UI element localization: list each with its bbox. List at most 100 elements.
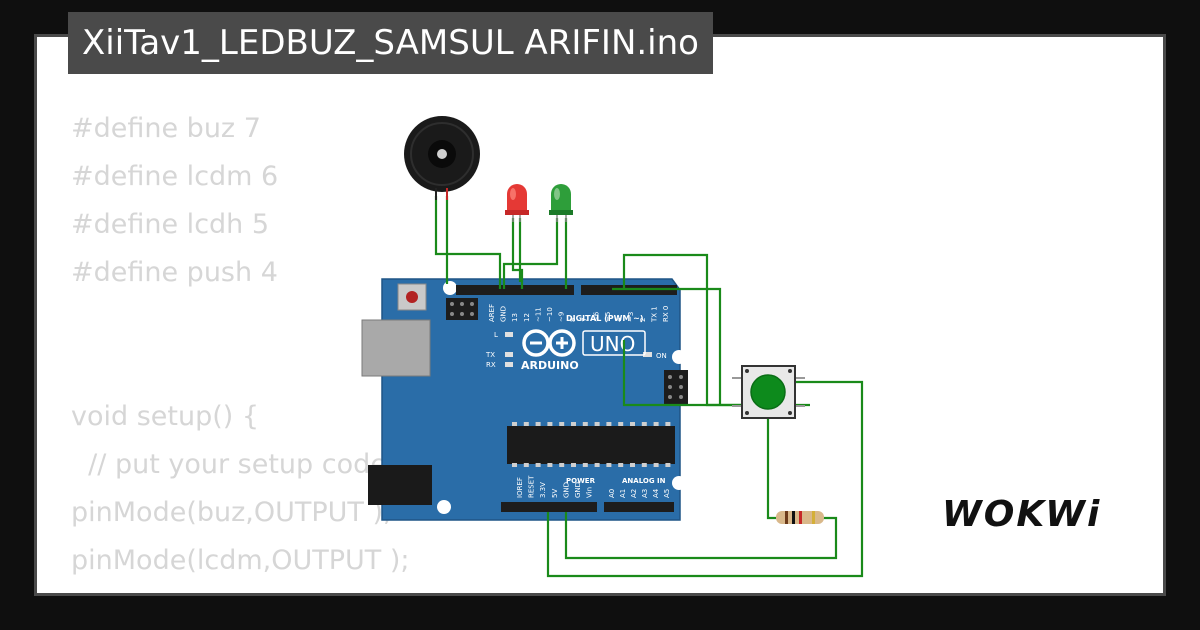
analog-pin-label-0: A0 [608,489,616,498]
analog-label: ANALOG IN [622,477,666,485]
power-jack [368,465,432,505]
chip-pin-bottom-0 [512,463,517,467]
power-pin-label-1: RESET [528,475,536,498]
digital-pin-label-9: ~6 [592,311,600,322]
chip-pin-bottom-4 [559,463,565,467]
wokwi-logo: WOKWi [942,494,1102,535]
power-pin-label-3: 5V [551,489,559,498]
on-led-label: ON [656,352,667,360]
chip-pin-top-0 [512,422,517,426]
chip-pin-bottom-11 [641,463,647,467]
digital-pin-label-5: ~10 [546,307,554,322]
chip-pins [512,422,671,467]
wire-button-5v[interactable] [546,380,864,578]
wire-green-led-gnd[interactable] [502,218,559,289]
analog-pin-label-4: A4 [652,488,660,498]
green-led[interactable] [549,184,573,222]
digital-pin-label-3: 12 [523,313,531,322]
digital-pin-label-0: AREF [488,304,496,322]
digital-pin-label-13: 2 [639,318,647,322]
chip-pin-bottom-5 [571,463,576,467]
resistor[interactable] [776,511,824,524]
power-label: POWER [566,477,596,485]
piezo-buzzer[interactable] [404,116,480,200]
wire-red-led[interactable] [511,218,524,289]
analog-pin-label-2: A2 [630,489,638,498]
pushbutton[interactable] [732,365,805,419]
wire-button-resistor[interactable] [766,417,776,520]
atmega-chip [507,426,675,464]
code-line: #define push 4 [71,257,278,288]
power-pin-label-0: IOREF [516,477,524,498]
code-line: void setup() { [71,401,260,432]
code-line: #define buz 7 [71,113,261,144]
chip-pin-top-6 [582,422,588,426]
digital-pin-label-7: 8 [569,318,577,322]
code-background: #define buz 7 #define lcdm 6 #define lcd… [71,105,637,593]
digital-pin-label-10: ~5 [604,312,612,322]
chip-pin-top-5 [571,422,576,426]
digital-header-left [456,285,574,295]
tx-led-label: TX [485,351,495,359]
chip-pin-bottom-1 [523,463,529,467]
red-led[interactable] [505,184,529,222]
digital-pin-label-12: ~3 [627,312,635,322]
arduino-logo [522,329,576,357]
chip-pin-bottom-9 [618,463,624,467]
chip-pin-top-1 [523,422,529,426]
power-pin-label-5: GND [574,482,582,498]
digital-pin-label-2: 13 [511,313,519,322]
chip-pin-top-12 [653,422,659,426]
chip-pin-top-13 [665,422,671,426]
rx-led-label: RX [486,361,496,369]
analog-pin-label-1: A1 [619,489,627,498]
wire-resistor-gnd[interactable] [564,512,838,560]
chip-pin-bottom-10 [630,463,635,467]
code-line: #define lcdm 6 [71,161,279,192]
analog-pin-label-3: A3 [641,489,649,498]
chip-pin-top-11 [641,422,647,426]
wire-buzzer-gnd[interactable] [434,196,502,289]
icsp-header-right [664,370,688,404]
code-line: pinMode(lcdm,OUTPUT ); [71,545,410,576]
digital-pin-label-4: ~11 [534,307,542,322]
chip-pin-bottom-6 [582,463,588,467]
usb-connector [361,319,431,377]
sketch-title: XiiTav1_LEDBUZ_SAMSUL ARIFIN.ino [68,12,713,74]
chip-pin-top-9 [618,422,624,426]
chip-pin-top-7 [594,422,600,426]
board-model: UNO [590,332,635,356]
l-led-label: L [494,331,498,339]
chip-pin-top-3 [547,422,553,426]
digital-pin-label-14: TX 1 [650,306,658,323]
digital-pin-label-1: GND [500,306,508,322]
power-pin-label-4: GND [562,482,570,498]
chip-pin-top-10 [630,422,635,426]
chip-pin-bottom-8 [606,463,612,467]
wires [434,196,864,578]
chip-pin-bottom-3 [547,463,553,467]
code-line: pinMode(buz,OUTPUT ); [71,497,393,528]
power-pin-label-6: Vin [586,487,594,498]
analog-header [604,502,674,512]
digital-pin-label-8: 7 [581,318,589,322]
power-header [501,502,597,512]
chip-pin-top-8 [606,422,612,426]
wire-button-a[interactable] [612,287,722,404]
code-line: #define lcdh 5 [71,209,270,240]
chip-pin-top-4 [559,422,565,426]
digital-pin-label-6: ~9 [558,312,566,322]
chip-pin-top-2 [535,422,541,426]
icsp-header [446,298,478,320]
board-brand: ARDUINO [521,359,579,372]
chip-pin-bottom-13 [665,463,671,467]
analog-pin-label-5: A5 [663,489,671,498]
chip-pin-bottom-7 [594,463,600,467]
digital-pin-label-11: 4 [616,317,624,322]
chip-pin-bottom-12 [653,463,659,467]
